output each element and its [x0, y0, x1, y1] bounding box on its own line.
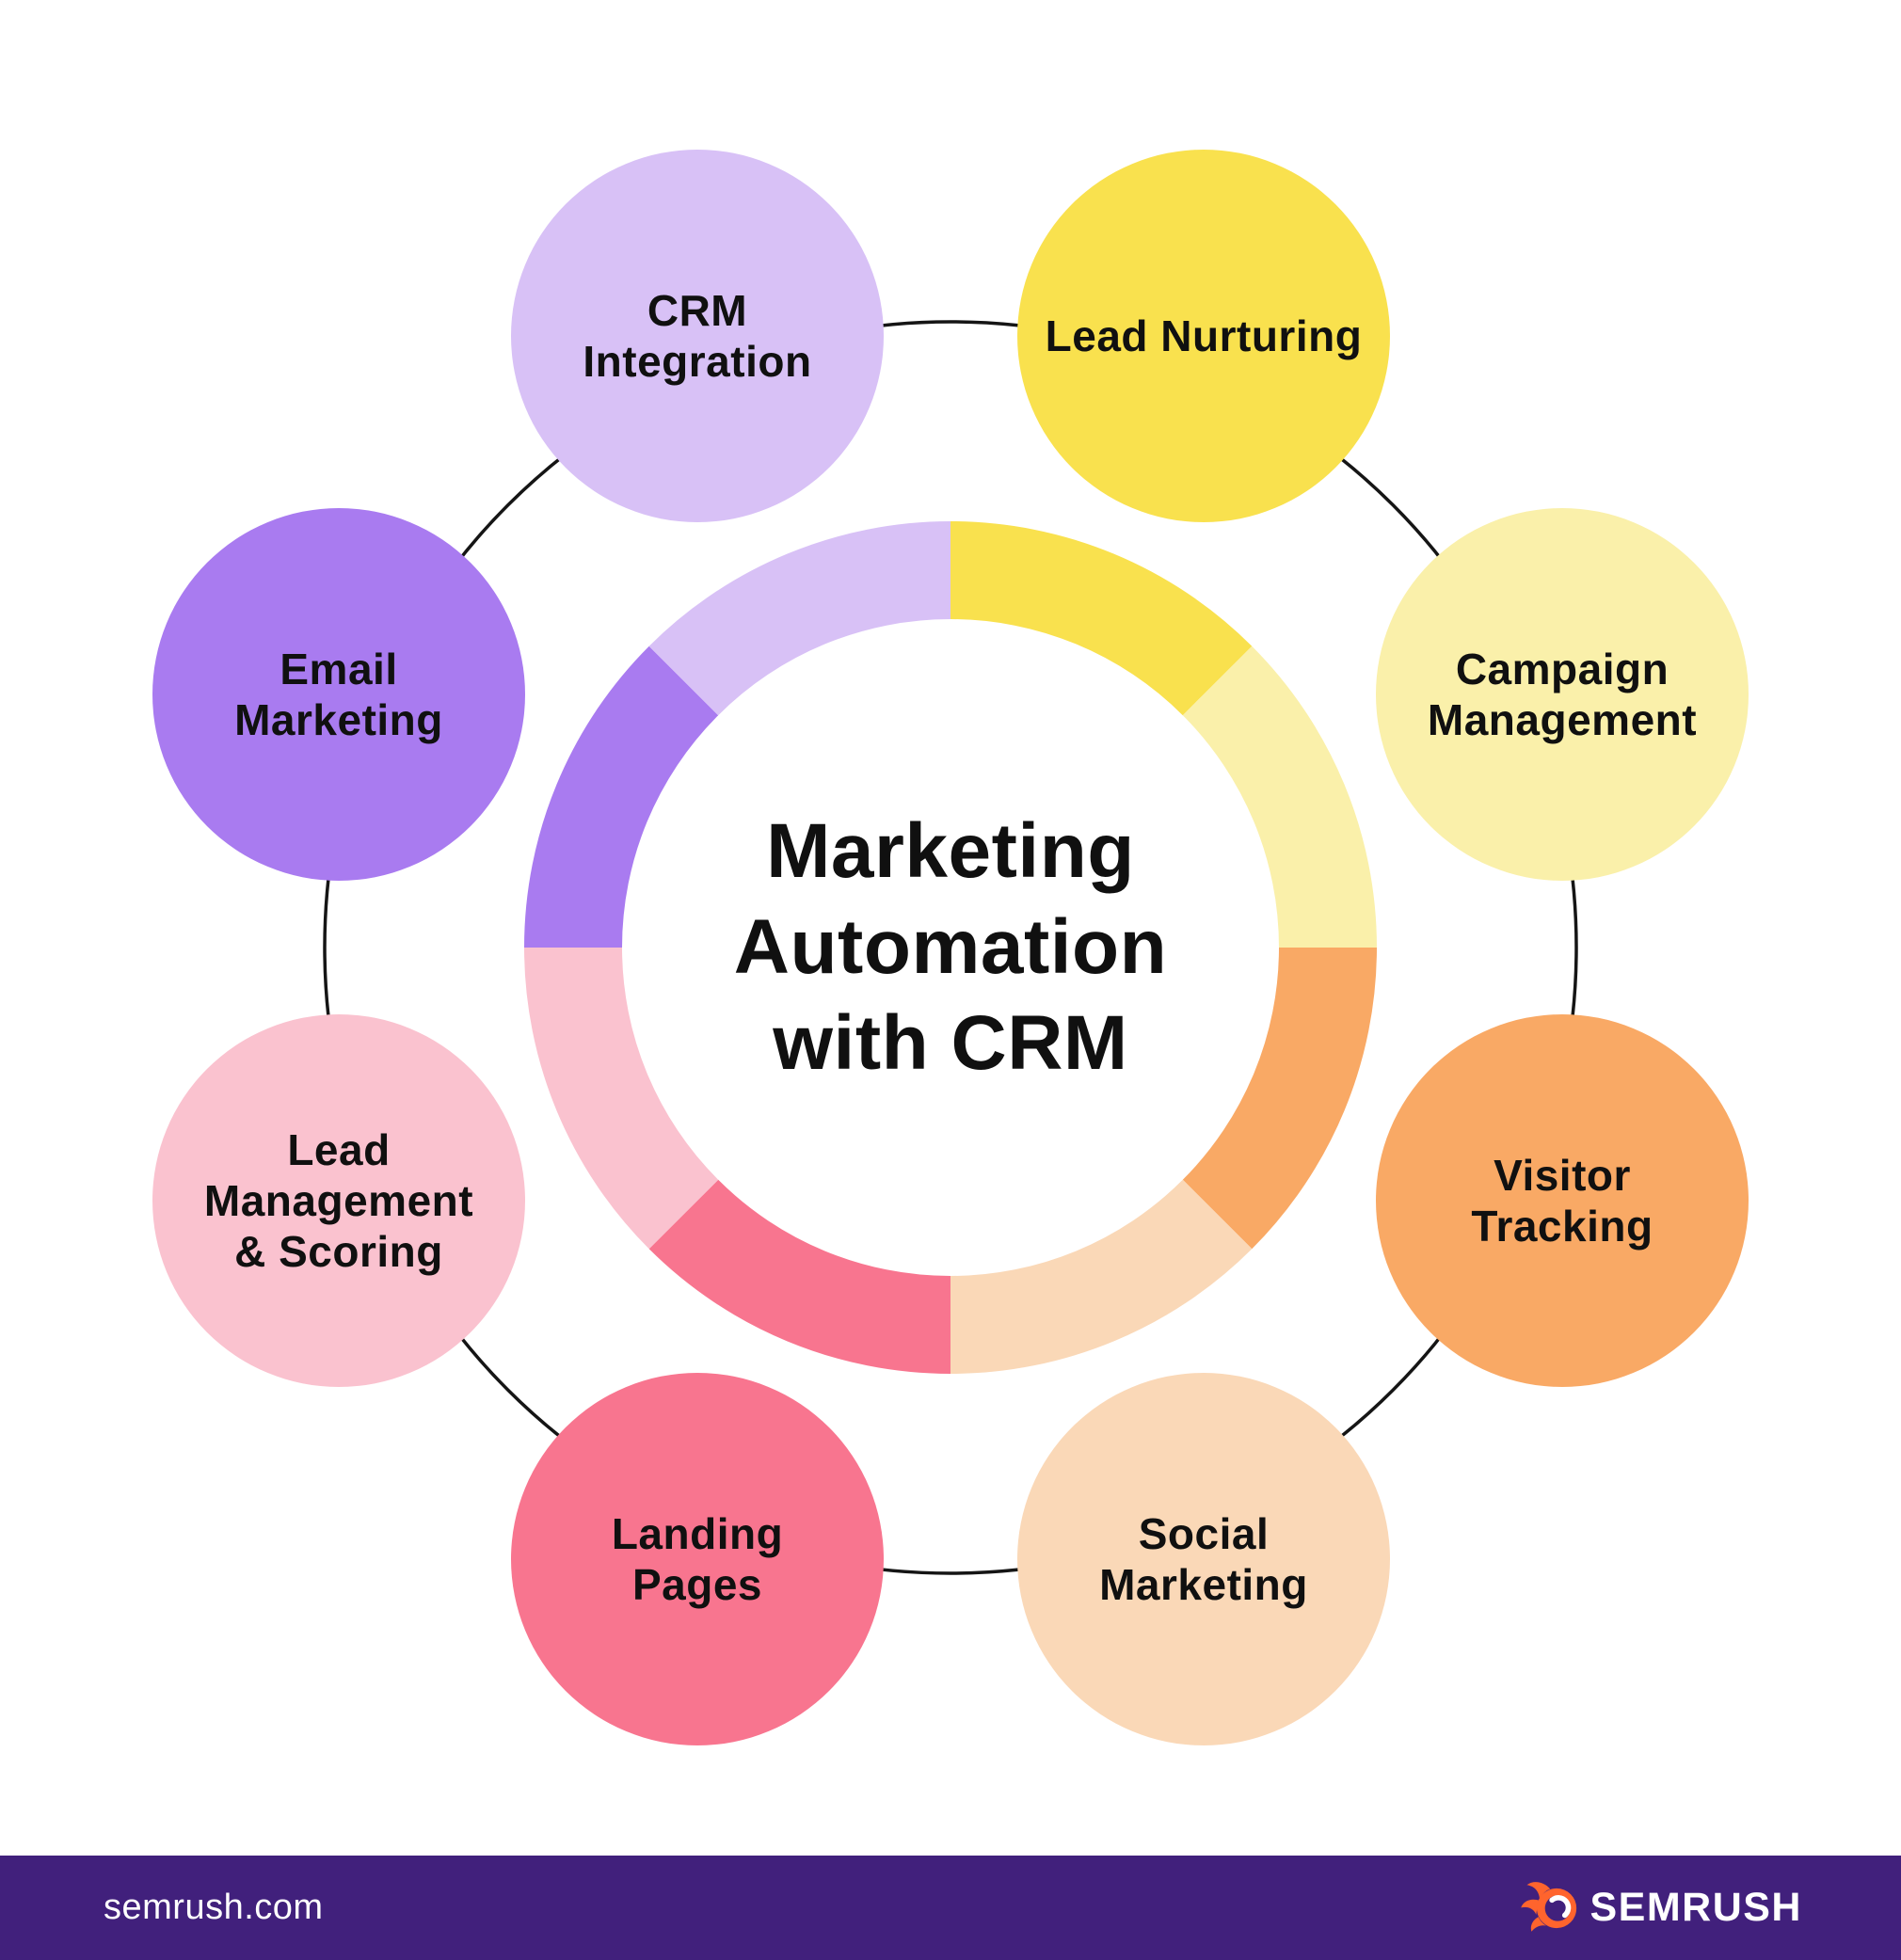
flame-tongue-bottom [1531, 1916, 1547, 1932]
node-label-line: Landing [611, 1509, 784, 1558]
ring-segment-lead-nurturing [950, 521, 1253, 716]
ring-segment-social-marketing [950, 1179, 1253, 1374]
node-label-line: Management [1427, 695, 1698, 744]
node-label-line: Social [1138, 1509, 1270, 1558]
flame-tongue-middle [1521, 1899, 1541, 1915]
center-title-line: with CRM [773, 1000, 1128, 1086]
ring-segment-lead-management-scoring [524, 948, 719, 1250]
node-lead-nurturing: Lead Nurturing [1017, 150, 1390, 522]
footer-bar: semrush.com SEMRUSH [0, 1856, 1901, 1960]
orbit-connector-circle [323, 320, 1578, 1575]
node-lead-management-scoring: Lead Management & Scoring [152, 1014, 525, 1387]
flame-eye-highlight [1549, 1894, 1572, 1918]
ring-segment-crm-integration [648, 521, 950, 716]
flame-tongue-top [1526, 1881, 1551, 1899]
node-label-line: Visitor [1494, 1151, 1631, 1200]
node-label-line: Integration [583, 337, 812, 386]
node-label-line: Campaign [1455, 645, 1669, 693]
node-email-marketing: Email Marketing [152, 508, 525, 881]
node-crm-integration: CRM Integration [511, 150, 884, 522]
node-social-marketing: Social Marketing [1017, 1373, 1390, 1745]
node-label-line: Lead Nurturing [1045, 311, 1363, 360]
semrush-flame-icon [1521, 1881, 1577, 1932]
node-label-line: Lead [287, 1125, 391, 1174]
ring-segment-campaign-management [1182, 645, 1377, 948]
node-label-line: CRM [647, 286, 748, 335]
node-label-line: Management [203, 1176, 474, 1225]
node-label-line: Tracking [1471, 1202, 1653, 1251]
center-title-line: Automation [733, 904, 1168, 990]
footer-site-url: semrush.com [104, 1888, 324, 1927]
node-label-line: Pages [631, 1560, 763, 1609]
ring-segment-email-marketing [524, 645, 719, 948]
node-label-line: Marketing [234, 695, 443, 744]
node-label-line: & Scoring [234, 1227, 443, 1276]
semrush-logo: SEMRUSH [1520, 1872, 1802, 1944]
center-title-line: Marketing [766, 808, 1135, 894]
node-label-line: Email [280, 645, 398, 693]
node-campaign-management: Campaign Management [1376, 508, 1749, 881]
center-title: Marketing Automation with CRM [612, 804, 1289, 1092]
node-label-line: Marketing [1099, 1560, 1308, 1609]
semrush-wordmark: SEMRUSH [1589, 1885, 1802, 1930]
node-visitor-tracking: Visitor Tracking [1376, 1014, 1749, 1387]
ring-segment-landing-pages [648, 1179, 950, 1374]
node-landing-pages: Landing Pages [511, 1373, 884, 1745]
ring-segment-visitor-tracking [1182, 948, 1377, 1250]
